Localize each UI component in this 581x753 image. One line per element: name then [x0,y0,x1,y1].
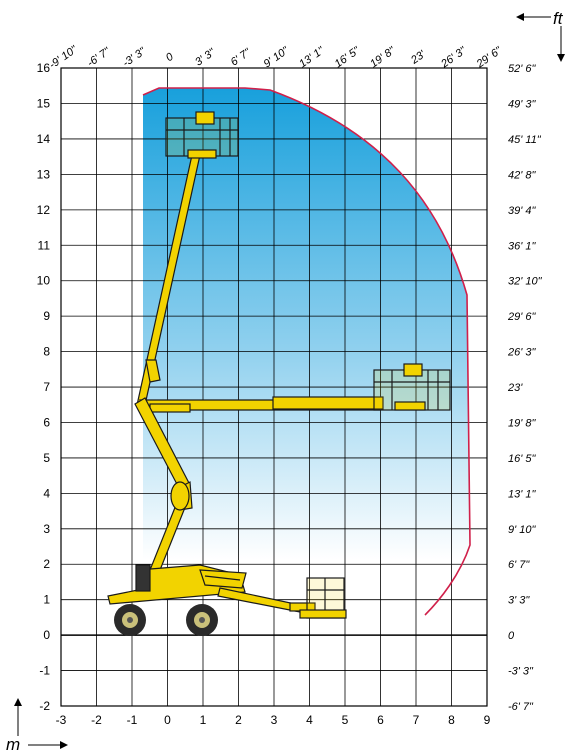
x-feet-tick-label: -6' 7" [85,45,113,70]
y-feet-tick-label: 0 [508,630,515,642]
x-tick-label: -3 [56,713,67,727]
x-feet-tick-label: 29' 6" [474,44,505,71]
feet-unit-label: ft [553,9,564,28]
basket-top [165,111,239,159]
y-tick-label: 0 [43,628,50,642]
y-feet-tick-label: 19' 8" [508,417,537,429]
y-tick-label: 14 [37,132,51,146]
x-feet-tick-label: 0 [164,50,177,64]
x-feet-tick-label: 16' 5" [333,44,363,70]
x-feet-tick-label: 23' [408,48,428,67]
meter-unit-label: m [6,735,20,753]
y-tick-label: 10 [37,274,51,288]
y-feet-tick-label: -6' 7" [508,701,534,713]
x-feet-tick-label: -9' 10" [47,43,80,71]
x-tick-label: 6 [377,713,384,727]
x-tick-label: -2 [91,713,102,727]
y-tick-label: 5 [43,451,50,465]
working-envelope-curve [142,87,471,616]
y-feet-tick-label: 45' 11" [508,134,542,146]
y-tick-label: 6 [43,415,50,429]
x-feet-tick-label: 26' 3" [438,44,469,71]
y-feet-tick-label: 52' 6" [508,63,537,75]
x-feet-tick-label: -3' 3" [121,45,149,70]
y-feet-tick-label: 16' 5" [508,453,537,465]
y-feet-tick-label: 3' 3" [508,595,530,607]
y-tick-label: -2 [39,699,50,713]
x-tick-label: 5 [342,713,349,727]
x-feet-tick-label: 9' 10" [262,44,292,70]
wheel-icon [114,604,146,636]
y-tick-label: 4 [43,486,50,500]
y-feet-tick-label: 9' 10" [508,524,537,536]
y-tick-label: 8 [43,345,50,359]
x-axis-meter-labels: -3 -2 -1 0 1 2 3 4 5 6 7 8 9 [56,713,491,727]
x-tick-label: 4 [306,713,313,727]
y-tick-label: -1 [39,664,50,678]
y-axis-feet-labels: -6' 7" -3' 3" 0 3' 3" 6' 7" 9' 10" 13' 1" 16' 5… [507,63,543,713]
x-tick-label: 1 [200,713,207,727]
y-feet-tick-label: 26' 3" [507,347,537,359]
x-feet-tick-label: 3' 3" [193,46,218,69]
y-feet-tick-label: 29' 6" [507,311,537,323]
basket-outreach [373,363,451,411]
chassis [107,564,247,605]
y-feet-tick-label: 42' 8" [508,169,537,181]
x-tick-label: 9 [484,713,491,727]
y-feet-tick-label: 32' 10" [508,276,543,288]
y-tick-label: 11 [38,238,51,252]
y-tick-label: 3 [43,522,50,536]
x-tick-label: 0 [164,713,171,727]
y-tick-label: 7 [43,380,50,394]
plot-frame [60,67,488,707]
x-tick-label: 7 [413,713,420,727]
y-feet-tick-label: 6' 7" [508,559,530,571]
y-tick-label: 12 [37,203,51,217]
meter-unit-indicator: m [6,698,68,753]
feet-unit-indicator: ft [516,9,565,62]
wheel-icon [186,604,218,636]
y-feet-tick-label: 23' [507,382,523,394]
x-feet-tick-label: 13' 1" [297,44,327,70]
y-feet-tick-label: 36' 1" [508,240,537,252]
x-tick-label: 8 [448,713,455,727]
lower-arm [134,397,193,571]
boom-max-outreach [139,396,384,413]
y-feet-tick-label: 13' 1" [508,488,537,500]
x-tick-label: -1 [127,713,138,727]
x-tick-label: 3 [271,713,278,727]
x-feet-tick-label: 19' 8" [368,44,398,70]
x-feet-tick-label: 6' 7" [229,46,254,69]
y-tick-label: 15 [37,97,51,111]
x-axis-feet-labels: -9' 10"-6' 7" -3' 3" 0 3' 3" 6' 7" 9' 10"13' … [47,43,505,71]
y-feet-tick-label: 49' 3" [508,99,537,111]
y-tick-label: 1 [43,593,50,607]
y-feet-tick-label: 39' 4" [508,205,537,217]
working-envelope-area [143,88,470,560]
y-tick-label: 13 [37,167,51,181]
y-tick-label: 16 [37,61,51,75]
y-tick-label: 9 [43,309,50,323]
y-feet-tick-label: -3' 3" [508,666,534,678]
basket-ground [299,577,347,619]
x-tick-label: 2 [235,713,242,727]
y-tick-label: 2 [43,557,50,571]
